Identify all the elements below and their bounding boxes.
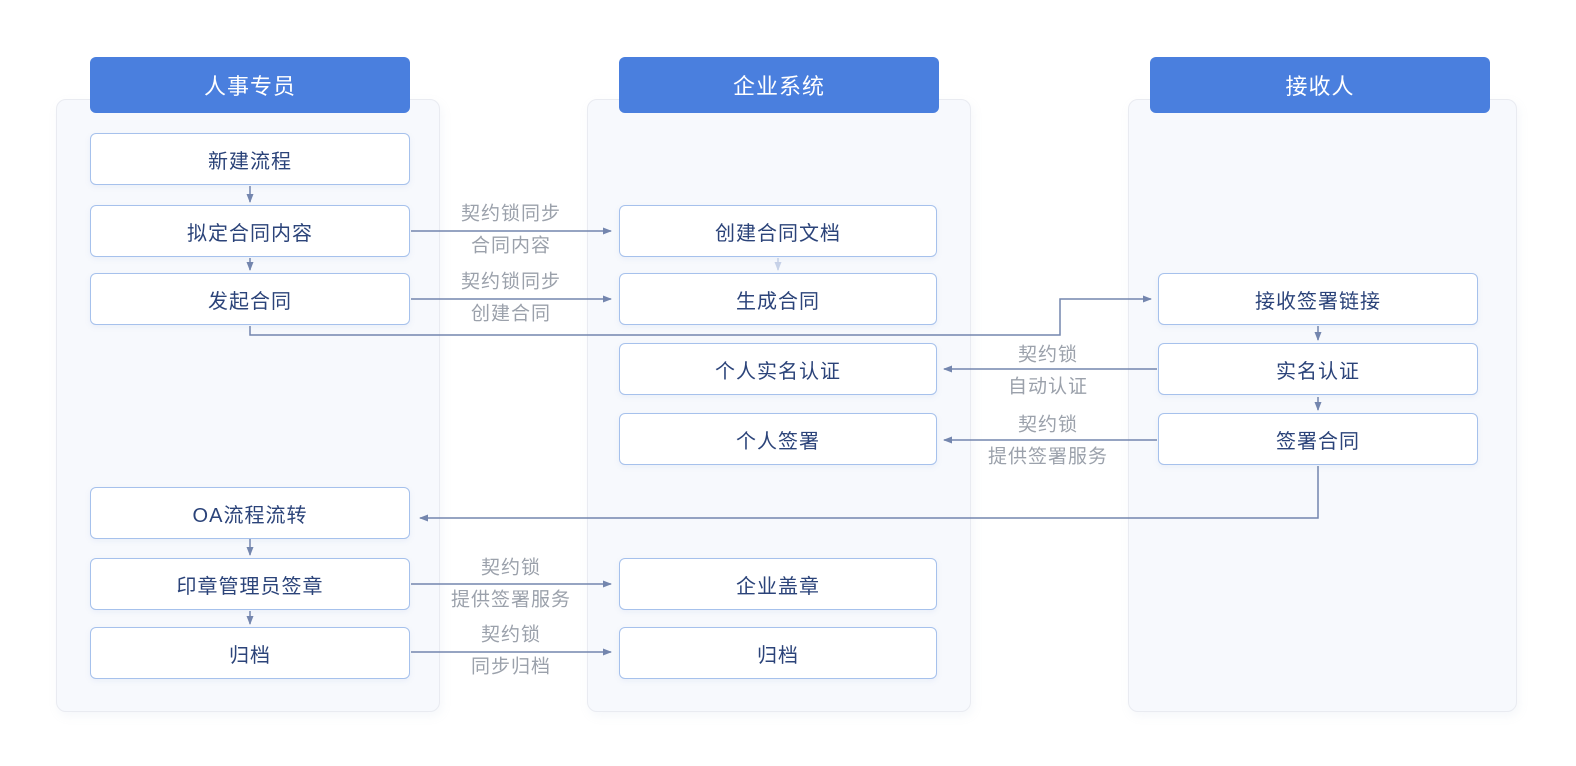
lane-header-recipient: 接收人 xyxy=(1150,57,1490,113)
lane-header-hr-specialist: 人事专员 xyxy=(90,57,410,113)
edge-label-line: 契约锁 xyxy=(1017,344,1079,366)
edge-label-line: 契约锁 xyxy=(480,624,542,646)
edge-label-provide-sign-recipient: 契约锁 提供签署服务 xyxy=(988,414,1108,469)
edge-label-sync-archive: 契约锁 同步归档 xyxy=(471,624,551,679)
edge-label-sync-create: 契约锁同步 创建合同 xyxy=(461,271,561,326)
edge-label-sync-content: 契约锁同步 合同内容 xyxy=(461,203,561,258)
lane-enterprise-system xyxy=(587,99,971,712)
node-create-process: 新建流程 xyxy=(90,133,410,185)
node-generate-contract: 生成合同 xyxy=(619,273,937,325)
node-personal-realname: 个人实名认证 xyxy=(619,343,937,395)
node-realname-auth: 实名认证 xyxy=(1158,343,1478,395)
edge-label-line: 提供签署服务 xyxy=(987,446,1109,468)
node-sign-contract: 签署合同 xyxy=(1158,413,1478,465)
node-receive-link: 接收签署链接 xyxy=(1158,273,1478,325)
lane-hr-specialist xyxy=(56,99,440,712)
edge-label-line: 自动认证 xyxy=(1007,376,1089,398)
edge-label-line: 同步归档 xyxy=(470,656,552,678)
edge-label-provide-sign-hr: 契约锁 提供签署服务 xyxy=(451,557,571,612)
node-personal-sign: 个人签署 xyxy=(619,413,937,465)
edge-label-line: 提供签署服务 xyxy=(450,589,572,611)
node-system-archive: 归档 xyxy=(619,627,937,679)
node-hr-archive: 归档 xyxy=(90,627,410,679)
edge-label-line: 契约锁同步 xyxy=(460,271,562,293)
node-oa-flow: OA流程流转 xyxy=(90,487,410,539)
node-draft-content: 拟定合同内容 xyxy=(90,205,410,257)
node-seal-admin-sign: 印章管理员签章 xyxy=(90,558,410,610)
edge-label-line: 创建合同 xyxy=(470,303,552,325)
lane-recipient xyxy=(1128,99,1517,712)
edge-label-auto-auth: 契约锁 自动认证 xyxy=(1008,344,1088,399)
edge-label-line: 契约锁 xyxy=(1017,414,1079,436)
edge-label-line: 合同内容 xyxy=(470,235,552,257)
edge-label-line: 契约锁 xyxy=(480,557,542,579)
lane-header-enterprise-system: 企业系统 xyxy=(619,57,939,113)
node-create-doc: 创建合同文档 xyxy=(619,205,937,257)
node-initiate-contract: 发起合同 xyxy=(90,273,410,325)
node-company-seal: 企业盖章 xyxy=(619,558,937,610)
edge-label-line: 契约锁同步 xyxy=(460,203,562,225)
